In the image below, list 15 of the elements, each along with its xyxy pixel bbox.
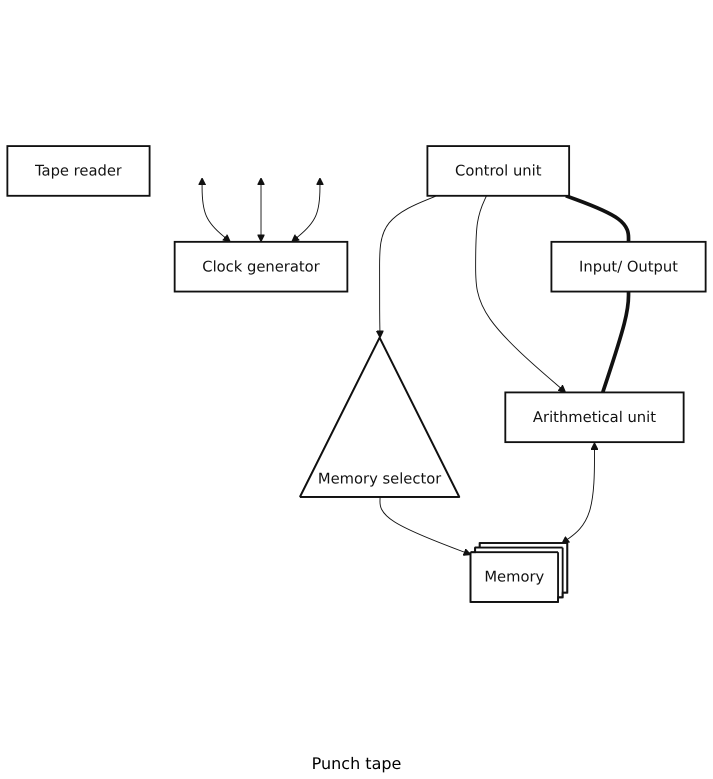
arrow: [291, 177, 324, 242]
arrow: [475, 195, 566, 393]
arrow: [380, 496, 472, 556]
arrow: [198, 177, 231, 242]
node-box: Clock generator: [174, 240, 348, 292]
note-label: Punch tape: [312, 754, 402, 773]
arrow: [256, 177, 266, 242]
connector: [565, 194, 630, 242]
arrow: [561, 442, 599, 544]
node-box: Input/ Output: [550, 240, 707, 292]
node-box: Arithmetical unit: [504, 392, 685, 444]
node-box: Control unit: [426, 145, 570, 197]
arrow: [376, 195, 438, 338]
node-box: Tape reader: [6, 145, 151, 197]
connector: [600, 292, 630, 393]
